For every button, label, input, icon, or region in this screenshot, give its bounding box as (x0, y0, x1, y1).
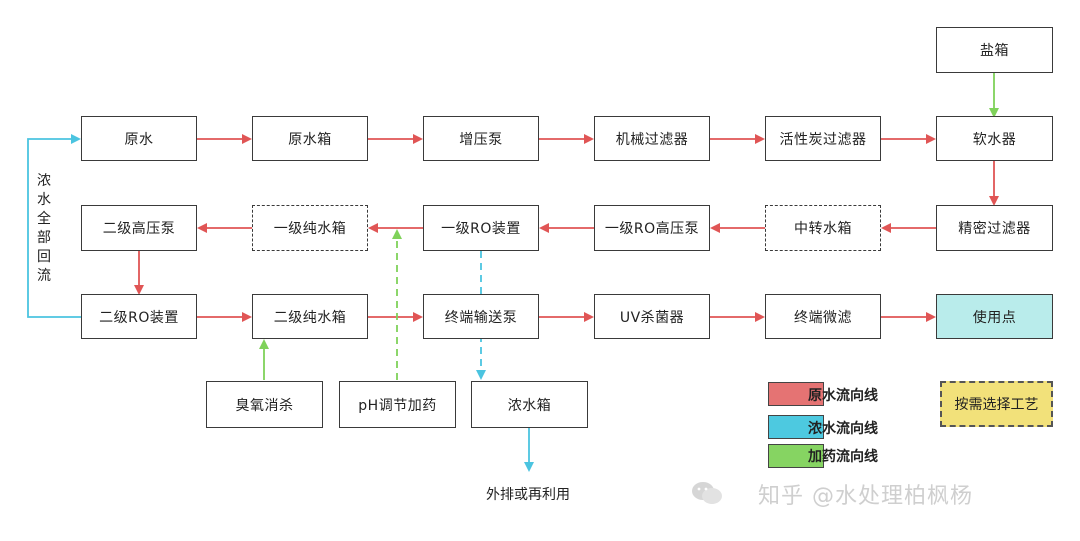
node-label: 机械过滤器 (615, 131, 689, 148)
node-label: 臭氧消杀 (235, 397, 294, 414)
node-label: UV杀菌器 (619, 309, 685, 326)
secondary-hp-pump-box: 二级高压泵 (81, 205, 197, 251)
legend-dosing-swatch (768, 444, 824, 468)
legend-on-demand-box: 按需选择工艺 (940, 381, 1053, 427)
node-label: 浓水箱 (507, 397, 552, 414)
node-label: 中转水箱 (794, 221, 852, 237)
carbon-filter-box: 活性炭过滤器 (765, 116, 881, 161)
ozone-box: 臭氧消杀 (206, 381, 323, 428)
node-label: 二级纯水箱 (273, 309, 347, 326)
secondary-ro-box: 二级RO装置 (81, 294, 197, 339)
node-label: 终端微滤 (794, 309, 852, 326)
legend-raw-swatch (768, 382, 824, 406)
node-label: 增压泵 (459, 131, 503, 148)
legend-concentrate-swatch (768, 415, 824, 439)
primary-pure-tank-box: 一级纯水箱 (252, 205, 368, 251)
mechanical-filter-box: 机械过滤器 (594, 116, 710, 161)
node-label: 终端输送泵 (444, 309, 518, 326)
salt-tank-box: 盐箱 (936, 27, 1053, 73)
primary-ro-box: 一级RO装置 (423, 205, 539, 251)
node-label: pH调节加药 (358, 397, 437, 414)
softener-box: 软水器 (936, 116, 1053, 161)
legend-dosing-label: 加药流向线 (808, 449, 878, 465)
raw-water-box: 原水 (81, 116, 197, 161)
node-label: 盐箱 (980, 43, 1009, 59)
raw-water-tank-box: 原水箱 (252, 116, 368, 161)
concentrate-tank-box: 浓水箱 (471, 381, 588, 428)
terminal-pump-box: 终端输送泵 (423, 294, 539, 339)
legend-raw-label: 原水流向线 (808, 388, 878, 404)
node-label: 二级高压泵 (102, 221, 176, 237)
node-label: 原水 (124, 131, 154, 148)
reflux-label: 浓水全部回流 (37, 173, 51, 284)
legend-on-demand-label: 按需选择工艺 (954, 397, 1039, 413)
secondary-pure-tank-box: 二级纯水箱 (252, 294, 368, 339)
uv-sterilizer-box: UV杀菌器 (594, 294, 710, 339)
discharge-label: 外排或再利用 (486, 487, 570, 503)
node-label: 使用点 (972, 309, 1017, 326)
node-label: 二级RO装置 (99, 309, 179, 326)
terminal-micro-filter-box: 终端微滤 (765, 294, 881, 339)
node-label: 软水器 (972, 131, 1017, 148)
ph-dosing-box: pH调节加药 (339, 381, 456, 428)
primary-ro-hp-pump-box: 一级RO高压泵 (594, 205, 710, 251)
node-label: 原水箱 (288, 131, 332, 148)
node-label: 精密过滤器 (958, 221, 1031, 237)
transfer-tank-box: 中转水箱 (765, 205, 881, 251)
node-label: 一级RO高压泵 (604, 221, 700, 237)
watermark-text: 知乎 @水处理柏枫杨 (758, 484, 973, 509)
concentrate-reflux-line (27, 134, 81, 318)
node-label: 活性炭过滤器 (779, 131, 867, 148)
point-of-use-box: 使用点 (936, 294, 1053, 339)
wechat-icon (692, 482, 722, 504)
node-label: 一级纯水箱 (273, 221, 347, 237)
precision-filter-box: 精密过滤器 (936, 205, 1053, 251)
booster-pump-box: 增压泵 (423, 116, 539, 161)
legend-concentrate-label: 浓水流向线 (808, 421, 878, 437)
node-label: 一级RO装置 (441, 221, 521, 237)
